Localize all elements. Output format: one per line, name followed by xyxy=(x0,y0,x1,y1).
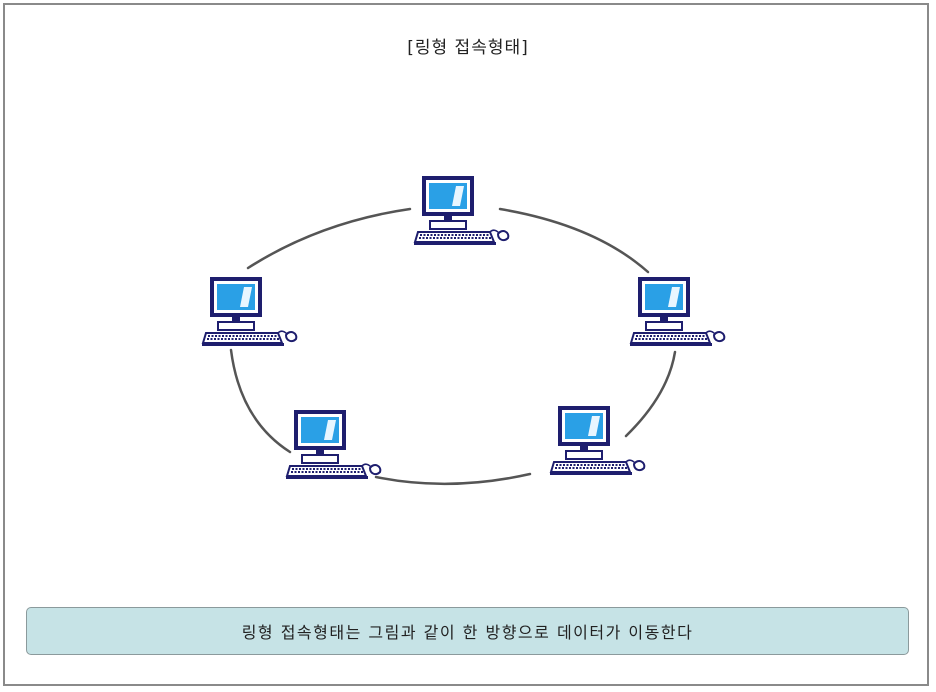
caption-text: 링형 접속형태는 그림과 같이 한 방향으로 데이터가 이동한다 xyxy=(241,623,694,642)
ring-link xyxy=(246,207,412,270)
caption-box: 링형 접속형태는 그림과 같이 한 방향으로 데이터가 이동한다 xyxy=(26,607,909,655)
computer-icon xyxy=(285,409,382,480)
computer-icon xyxy=(201,276,298,347)
ring-link xyxy=(498,207,650,274)
ring-link xyxy=(229,348,292,454)
ring-links xyxy=(229,207,677,486)
diagram-title: [링형 접속형태] xyxy=(407,38,529,58)
diagram-frame xyxy=(3,3,929,686)
computer-icon xyxy=(413,175,510,246)
computer-icon xyxy=(629,276,726,347)
computer-icon xyxy=(549,405,646,476)
ring-link xyxy=(374,472,532,486)
ring-link xyxy=(624,350,677,438)
